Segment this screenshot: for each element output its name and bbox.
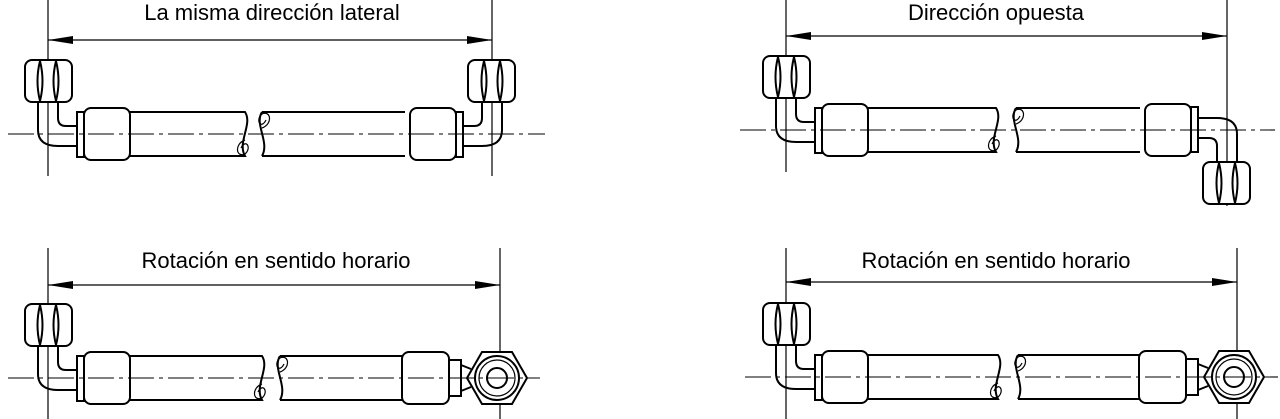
panel-same-side: La misma dirección lateral: [8, 0, 545, 176]
hose-body: [868, 107, 1140, 153]
right-elbow-fitting: [1144, 103, 1251, 205]
panel-title: La misma dirección lateral: [144, 0, 400, 25]
left-elbow-fitting: [762, 302, 869, 404]
hose-body: [130, 111, 405, 157]
panel-opposite: Dirección opuesta: [740, 0, 1275, 206]
hose-body: [868, 354, 1140, 400]
left-elbow-fitting: [24, 303, 131, 405]
left-elbow-fitting: [24, 59, 131, 161]
left-elbow-fitting: [762, 55, 869, 157]
right-elbow-fitting: [409, 59, 516, 161]
panel-clockwise-1: Rotación en sentido horario: [8, 248, 540, 419]
panel-title: Dirección opuesta: [908, 0, 1085, 25]
panel-title: Rotación en sentido horario: [141, 248, 410, 273]
panel-title: Rotación en sentido horario: [861, 248, 1130, 273]
panel-clockwise-2: Rotación en sentido horario: [745, 248, 1278, 419]
hose-body: [130, 355, 405, 401]
